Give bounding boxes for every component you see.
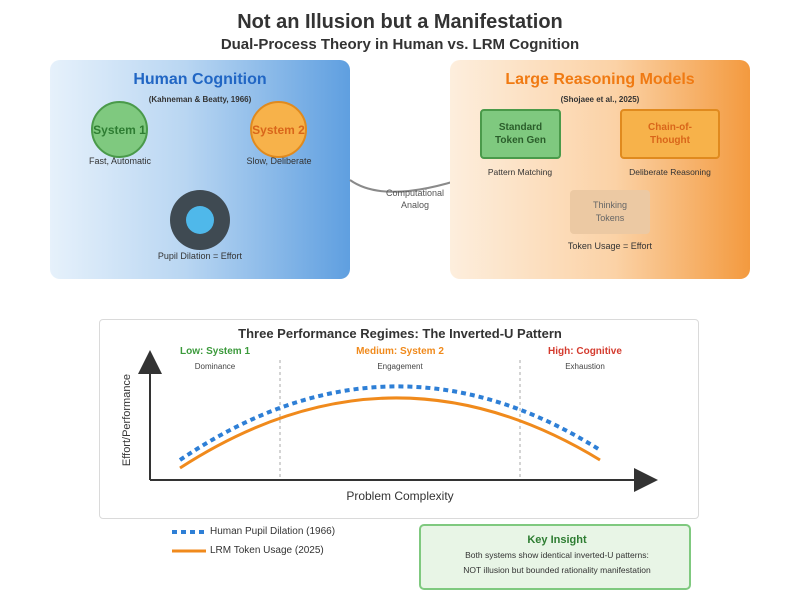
cot-box-line2: Thought xyxy=(650,135,690,146)
thinking-tokens-box: Thinking Tokens xyxy=(570,190,650,234)
standard-box-line1: Standard xyxy=(498,122,543,133)
series-human-pupil-dilation xyxy=(178,384,602,462)
regime-low-label: Low: System 1 xyxy=(179,346,251,357)
chart-frame xyxy=(99,319,699,519)
lrm-panel-citation: (Shojaee et al., 2025) xyxy=(560,95,640,104)
y-axis-label: Effort/Performance xyxy=(121,373,133,467)
legend-label-lrm: LRM Token Usage (2025) xyxy=(210,545,324,556)
regime-high-desc: Exhaustion xyxy=(565,362,605,371)
cot-box-line1: Chain-of- xyxy=(648,122,692,133)
standard-box-description: Pattern Matching xyxy=(487,167,553,177)
pupil-dilation-label: Pupil Dilation = Effort xyxy=(157,251,243,261)
key-insight-box: Key Insight Both systems show identical … xyxy=(419,524,691,590)
lrm-panel xyxy=(450,60,750,279)
thinking-box-line2: Tokens xyxy=(595,213,625,223)
key-insight-line2: NOT illusion but bounded rationality man… xyxy=(463,565,651,575)
key-insight-title: Key Insight xyxy=(527,534,587,546)
system2-label: System 2 xyxy=(252,122,305,137)
chart-title: Three Performance Regimes: The Inverted-… xyxy=(238,326,562,341)
lrm-panel-title: Large Reasoning Models xyxy=(505,71,695,88)
pupil-iris-icon xyxy=(186,206,214,234)
connector-label-line2: Analog xyxy=(400,200,430,210)
thinking-box-line1: Thinking xyxy=(592,200,628,210)
page-subtitle: Dual-Process Theory in Human vs. LRM Cog… xyxy=(220,36,580,53)
connector-label-line1: Computational xyxy=(385,188,445,198)
human-panel-title: Human Cognition xyxy=(133,71,267,88)
legend-swatches xyxy=(172,530,206,553)
x-axis-label: Problem Complexity xyxy=(346,489,454,503)
token-usage-label: Token Usage = Effort xyxy=(567,241,653,251)
system2-description: Slow, Deliberate xyxy=(246,156,312,166)
standard-box-line2: Token Gen xyxy=(495,135,546,146)
standard-token-gen-box: Standard Token Gen xyxy=(480,109,561,159)
chain-of-thought-box: Chain-of- Thought xyxy=(620,109,720,159)
system1-description: Fast, Automatic xyxy=(88,156,152,166)
human-panel-citation: (Kahneman & Beatty, 1966) xyxy=(148,95,252,104)
y-axis-label-holder: Effort/Performance xyxy=(120,369,134,473)
connector-label: Computational Analog xyxy=(370,187,460,211)
system1-label: System 1 xyxy=(93,122,146,137)
system1-circle: System 1 xyxy=(91,101,148,158)
regime-medium-label: Medium: System 2 xyxy=(356,346,444,357)
page-title: Not an Illusion but a Manifestation xyxy=(237,11,563,33)
regime-medium-desc: Engagement xyxy=(377,362,423,371)
cot-box-description: Deliberate Reasoning xyxy=(629,167,711,177)
key-insight-line1: Both systems show identical inverted-U p… xyxy=(465,550,649,560)
series-lrm-token-usage xyxy=(179,396,601,470)
regime-high-label: High: Cognitive xyxy=(548,346,622,357)
regime-low-desc: Dominance xyxy=(194,362,236,371)
legend-label-human: Human Pupil Dilation (1966) xyxy=(210,526,336,537)
system2-circle: System 2 xyxy=(250,101,307,158)
